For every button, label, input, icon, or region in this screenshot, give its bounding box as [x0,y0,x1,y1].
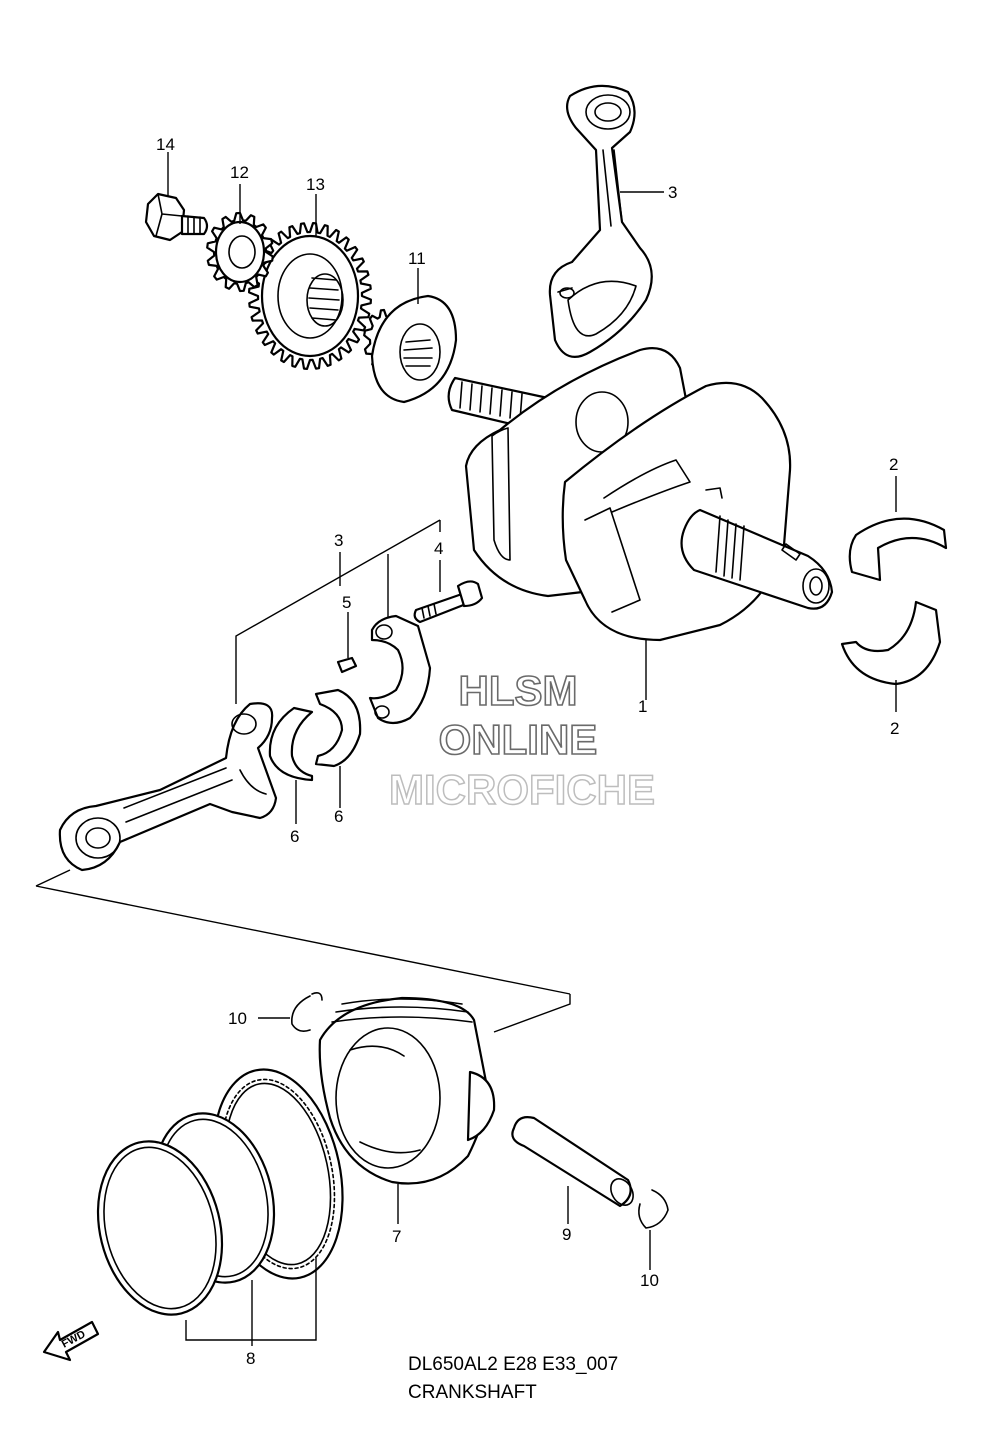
connecting-rod-cap[interactable] [368,614,432,725]
callout-3-upper[interactable]: 3 [668,183,677,202]
leader-lines [167,152,897,1346]
fwd-arrow-icon: FWD [42,1320,100,1362]
thrust-washer[interactable] [363,294,458,404]
crankshaft-bearing-lower[interactable] [840,600,942,686]
assembly-lines [35,519,571,1033]
callout-2-lower[interactable]: 2 [890,719,899,738]
callout-labels: 1 2 2 3 3 4 5 6 6 7 8 9 10 10 11 12 13 1… [156,135,899,1368]
connecting-rod-upper[interactable] [548,84,653,358]
gear-bolt[interactable] [144,192,209,242]
callout-12[interactable]: 12 [230,163,249,182]
primary-drive-gear[interactable] [248,222,372,370]
rod-bearing-left[interactable] [268,706,314,782]
diagram-title: CRANKSHAFT [408,1382,537,1403]
piston-pin-circlip-upper[interactable] [291,992,323,1032]
rod-cap-bolt[interactable] [413,580,484,624]
callout-6-right[interactable]: 6 [334,807,343,826]
callout-13[interactable]: 13 [306,175,325,194]
piston-ring-top[interactable] [80,1128,239,1328]
piston[interactable] [318,996,496,1185]
watermark-line-2: ONLINE [439,716,598,763]
callout-2-upper[interactable]: 2 [889,455,898,474]
callout-3-lower[interactable]: 3 [334,531,343,550]
callout-9[interactable]: 9 [562,1225,571,1244]
rod-bearing-right[interactable] [314,688,362,768]
watermark: HLSM ONLINE MICROFICHE [388,666,656,814]
crankshaft-bearing-upper[interactable] [848,517,948,582]
sprocket-gear[interactable] [206,211,274,293]
watermark-line-1: HLSM [459,667,578,714]
callout-8[interactable]: 8 [246,1349,255,1368]
callout-11[interactable]: 11 [408,249,426,268]
diagram-caption: DL650AL2 E28 E33_007 CRANKSHAFT [408,1354,618,1403]
watermark-line-3: MICROFICHE [389,766,655,813]
callout-7[interactable]: 7 [392,1227,401,1246]
connecting-rod-lower[interactable] [58,702,278,872]
callout-1[interactable]: 1 [638,697,647,716]
callout-5[interactable]: 5 [342,593,351,612]
dowel-pin[interactable] [336,656,358,674]
diagram-code: DL650AL2 E28 E33_007 [408,1354,618,1375]
callout-4[interactable]: 4 [434,539,443,558]
piston-pin[interactable] [511,1116,637,1209]
callout-10-upper[interactable]: 10 [228,1009,247,1028]
piston-pin-circlip-lower[interactable] [638,1189,669,1229]
callout-6-left[interactable]: 6 [290,827,299,846]
callout-14[interactable]: 14 [156,135,175,154]
crankshaft[interactable] [447,347,834,642]
callout-10-lower[interactable]: 10 [640,1271,659,1290]
